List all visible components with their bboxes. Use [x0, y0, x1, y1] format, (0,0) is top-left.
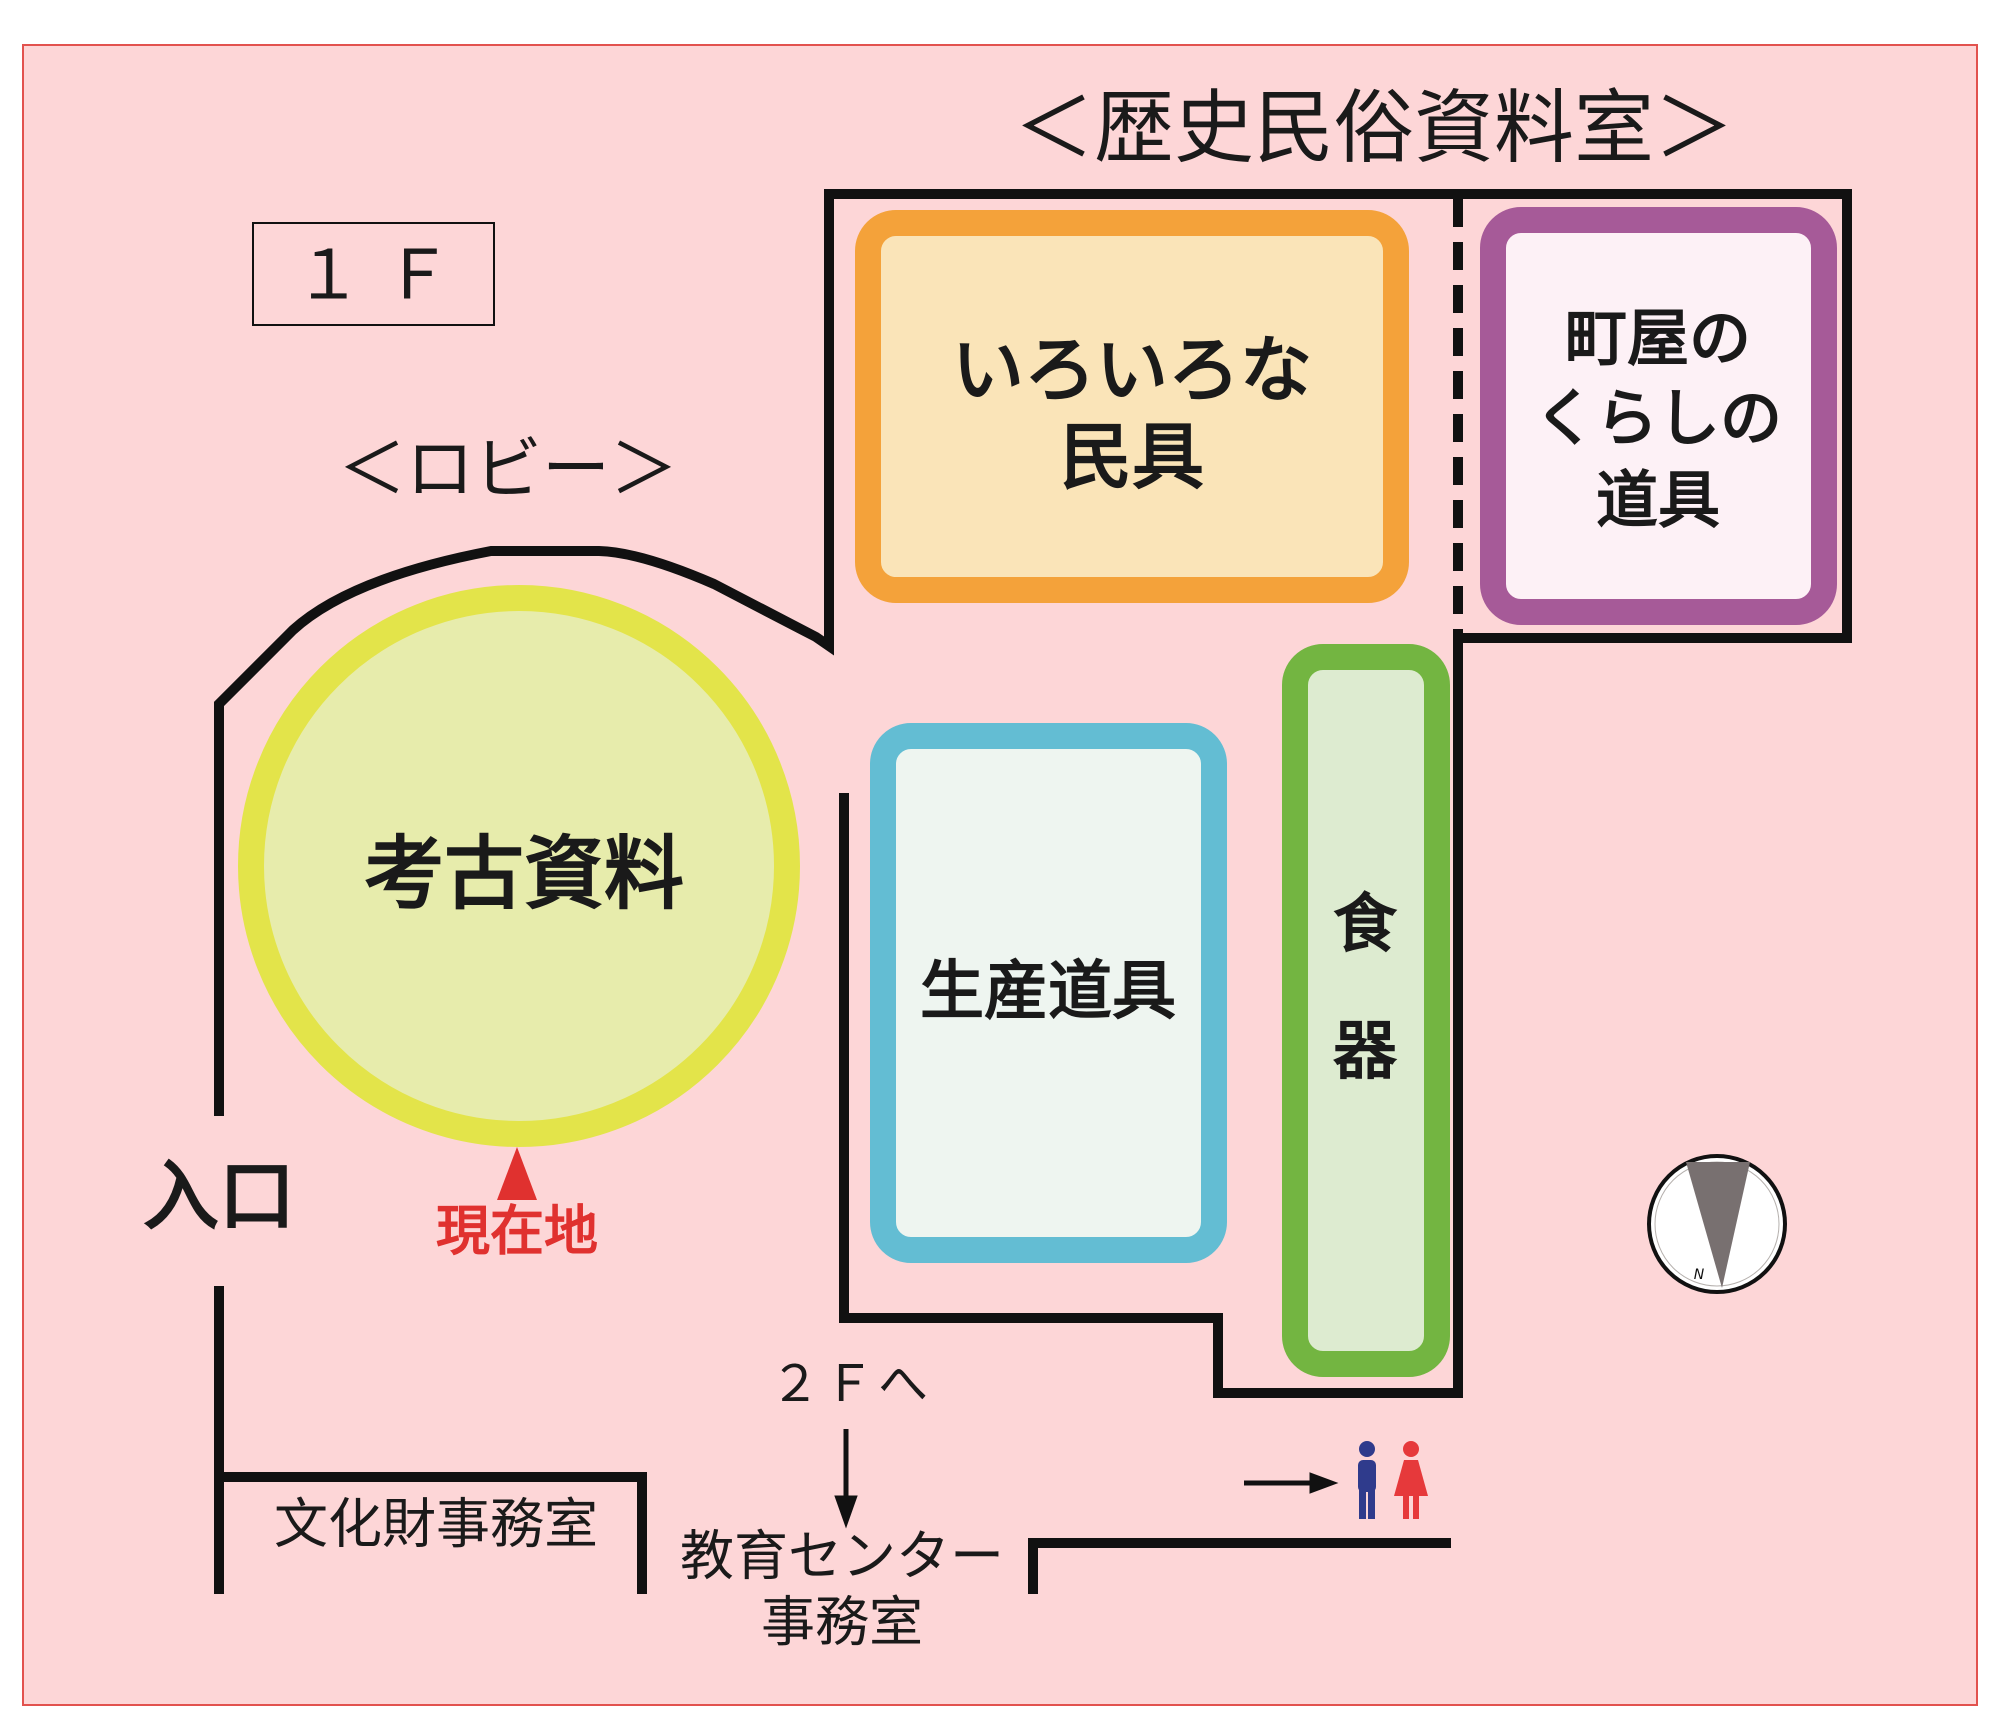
cultural-property-office-wall [219, 1472, 647, 1594]
cultural-property-office-label: 文化財事務室 [274, 1493, 598, 1556]
hall-title: ＜歴史民俗資料室＞ [1014, 82, 1734, 175]
education-center-wall [1028, 1538, 1451, 1594]
folk-tools-label-line2: 民具 [1060, 415, 1204, 499]
production-tools-exhibit-area [870, 723, 1227, 1263]
townhouse-tools-label-line3: 道具 [1596, 464, 1720, 537]
to-second-floor-label: ２Ｆへ [770, 1355, 932, 1413]
education-center-office-label-line1: 教育センター [680, 1525, 1004, 1588]
compass-icon: N [1647, 1154, 1787, 1294]
woman-icon [1394, 1441, 1428, 1519]
folk-tools-label-line1: いろいろな [952, 328, 1312, 412]
current-location-marker-icon [497, 1147, 537, 1200]
arrow-right-icon [1244, 1472, 1339, 1494]
tableware-exhibit-area [1282, 644, 1450, 1377]
tableware-label-line2: 器 [1333, 1015, 1398, 1089]
floor-label-box [252, 222, 495, 326]
lobby-label: ＜ロビー＞ [338, 431, 678, 510]
arrow-down-icon [834, 1429, 858, 1529]
folk-tools-exhibit-area [855, 210, 1409, 603]
townhouse-tools-label-line1: 町屋の [1565, 302, 1751, 375]
floor-label: １ Ｆ [294, 237, 452, 316]
man-icon [1358, 1441, 1376, 1519]
walls [214, 189, 1852, 1594]
entrance-label: 入口 [143, 1152, 295, 1241]
education-center-office-label-line2: 事務室 [761, 1591, 923, 1654]
townhouse-tools-exhibit-area [1480, 207, 1837, 625]
current-location-label: 現在地 [436, 1200, 598, 1263]
compass-needle-icon [1686, 1162, 1750, 1288]
townhouse-tools-label-line2: くらしの [1534, 382, 1782, 455]
map-labels: １ Ｆ ＜ロビー＞ ＜歴史民俗資料室＞ 考古資料 いろいろな 民具 町屋の くら… [143, 82, 1782, 1654]
lobby-and-hall-wall [214, 189, 1852, 1398]
archaeology-exhibit-area [238, 585, 800, 1147]
archaeology-label: 考古資料 [364, 828, 684, 921]
compass-north-label: N [1694, 1267, 1705, 1283]
tableware-label-line1: 食 [1333, 888, 1398, 962]
production-tools-label: 生産道具 [920, 955, 1176, 1029]
